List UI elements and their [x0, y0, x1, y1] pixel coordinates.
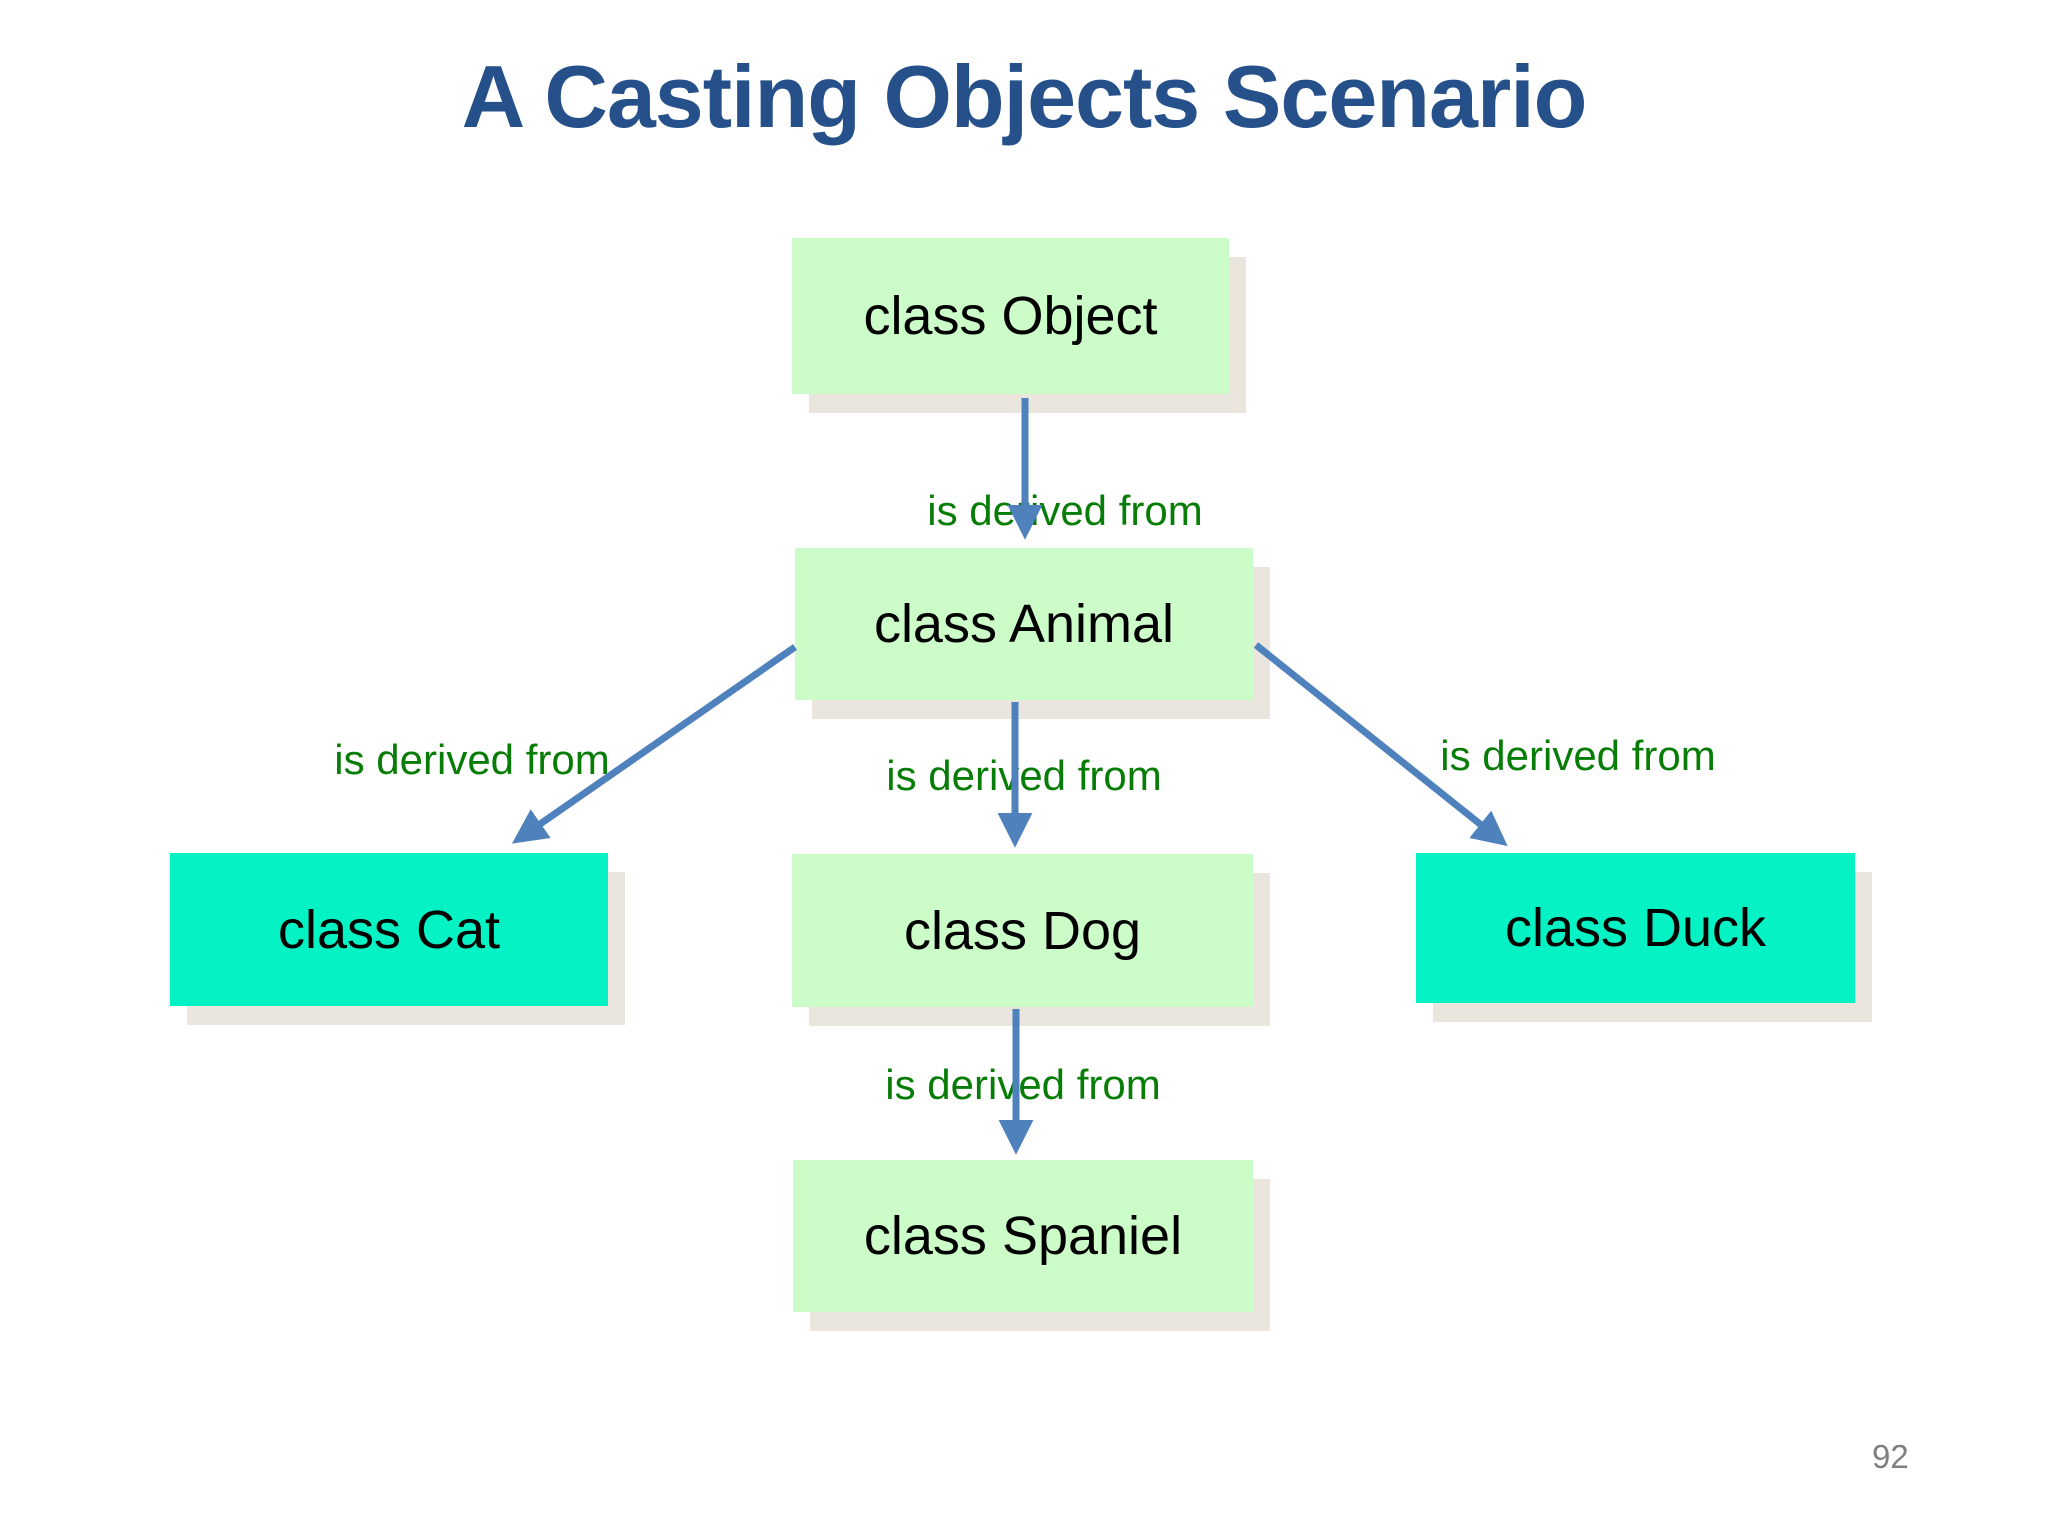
slide-title: A Casting Objects Scenario — [461, 47, 1588, 146]
edge-label-animal-duck: is derived from — [1440, 732, 1716, 779]
node-class-animal: class Animal — [795, 548, 1253, 700]
node-class-object: class Object — [792, 238, 1229, 394]
node-class-dog: class Dog — [792, 854, 1253, 1007]
page-number: 92 — [1872, 1438, 1909, 1475]
edge-label-object-animal: is derived from — [927, 487, 1203, 534]
edge-label-animal-cat: is derived from — [334, 736, 610, 783]
node-class-cat: class Cat — [170, 853, 608, 1006]
node-class-duck: class Duck — [1416, 853, 1855, 1003]
edge-label-animal-dog: is derived from — [886, 752, 1162, 799]
node-class-spaniel: class Spaniel — [793, 1160, 1253, 1312]
edge-label-dog-spaniel: is derived from — [885, 1061, 1161, 1108]
